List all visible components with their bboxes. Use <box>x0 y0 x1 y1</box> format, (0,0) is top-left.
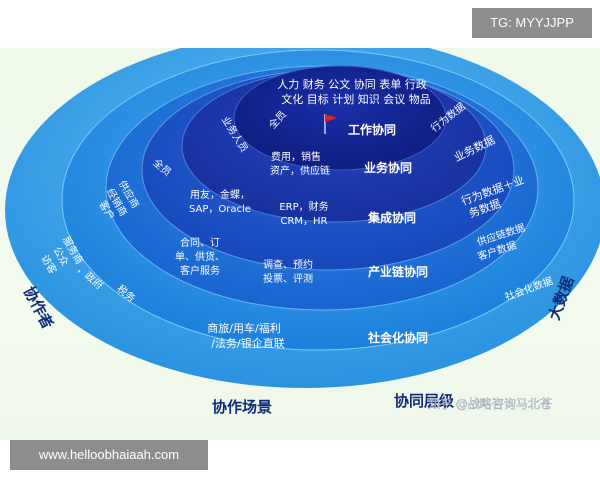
supply-center1-line-2: 单、供货、 <box>175 250 225 263</box>
integration-center2-line-2: CRM，HR <box>280 216 327 227</box>
telegram-badge: TG: MYYJJPP <box>472 8 592 38</box>
red-flag-icon <box>324 114 337 134</box>
business-title: 业务协同 <box>364 160 412 175</box>
integration-center1-line-2: SAP，Oracle <box>189 204 251 215</box>
workflow-top-line-2: 文化 目标 计划 知识 会议 物品 <box>281 92 430 106</box>
supply-center1-line-3: 客户服务 <box>180 264 220 277</box>
integration-center1-line-1: 用友，金蝶， <box>190 188 250 201</box>
supply-center1-line-1: 合同、订 <box>180 236 220 249</box>
integration-center2-line-1: ERP，财务 <box>279 200 328 213</box>
supply-center2-line-2: 投票、评测 <box>263 272 313 285</box>
watermark-text: 知乎 @战略咨询马北苍 <box>428 396 552 411</box>
business-center-line-1: 费用，销售 <box>271 150 321 163</box>
workflow-title: 工作协同 <box>348 122 396 137</box>
levels-axis-label: 协同层级 <box>394 392 455 410</box>
collaboration-diagram: 人力 财务 公文 协同 表单 行政 文化 目标 计划 知识 会议 物品 工作协同… <box>0 48 600 440</box>
supply-chain-title: 产业链协同 <box>368 264 428 279</box>
workflow-core <box>233 65 447 171</box>
social-center-line-1: 商旅/用车/福利 <box>207 321 280 335</box>
supply-center2-line-1: 调查、预约 <box>263 258 313 271</box>
workflow-top-line-1: 人力 财务 公文 协同 表单 行政 <box>277 77 426 91</box>
integration-title: 集成协同 <box>367 210 416 225</box>
business-center-line-2: 资产，供应链 <box>270 164 330 177</box>
scenarios-axis-label: 协作场景 <box>212 398 272 416</box>
social-center-line-2: /法务/银企直联 <box>211 336 284 350</box>
social-title: 社会化协同 <box>367 330 428 345</box>
website-badge: www.helloobhaiaah.com <box>10 440 208 470</box>
